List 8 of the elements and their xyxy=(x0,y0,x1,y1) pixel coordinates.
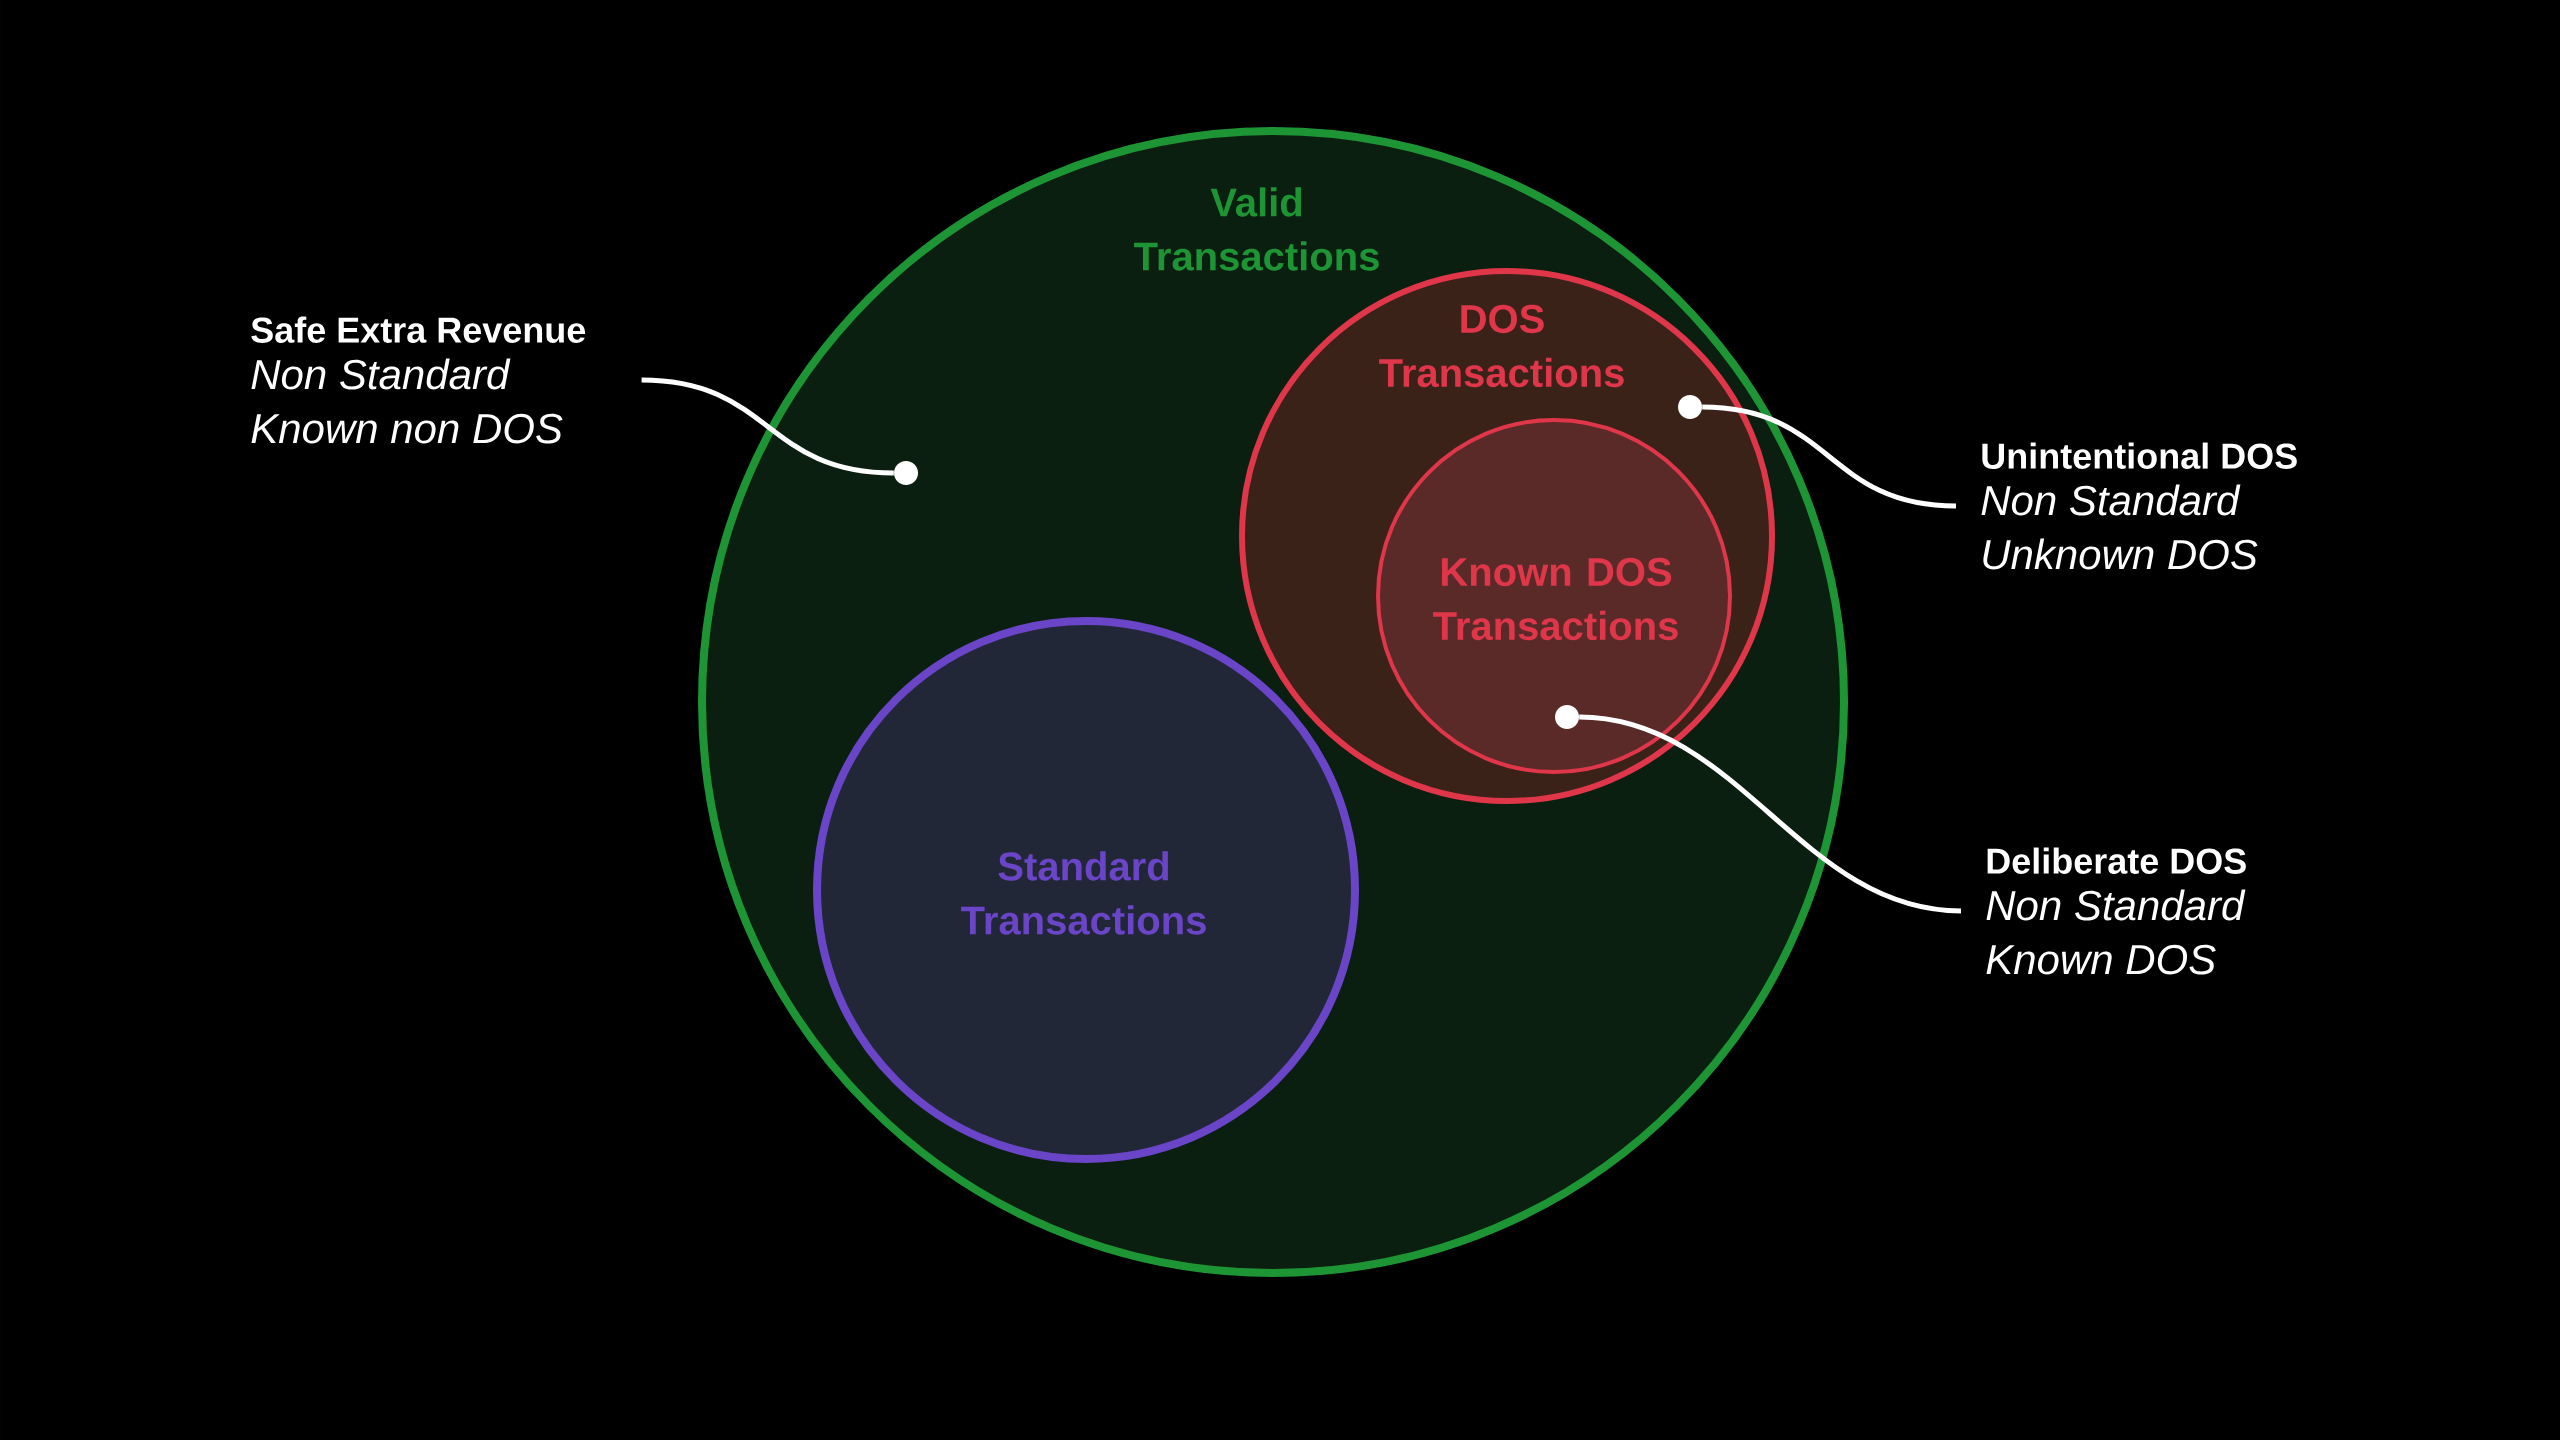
leader-dot xyxy=(1555,705,1579,729)
annotation-text: Unintentional DOS Non Standard Unknown DOS xyxy=(1981,442,2297,570)
leader-dot xyxy=(1678,395,1702,419)
leader-line xyxy=(641,377,894,476)
leader-dot xyxy=(894,461,918,485)
annotation-text: Deliberate DOS Non Standard Known DOS xyxy=(1986,847,2246,975)
leader-line xyxy=(1578,714,1962,914)
annotation-text: Safe Extra Revenue Non Standard Known non DOS xyxy=(251,316,586,444)
